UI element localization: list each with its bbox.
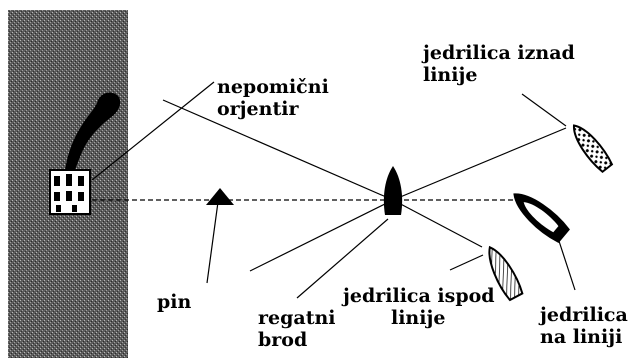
tree-icon [64,92,121,178]
label-boat-above-line2: linije [423,64,478,86]
boat-below-line-icon [488,245,524,302]
committee-boat-icon [383,166,403,215]
sight-lines [162,99,567,272]
label-fixed-mark: nepomični orjentir [217,76,329,120]
label-fixed-mark-line1: nepomični [217,76,329,98]
label-boat-above: jedrilica iznad linije [423,42,575,86]
label-committee-boat: regatni brod [258,307,336,351]
label-committee-boat-line2: brod [258,329,308,351]
sight-line-to-boat-above [392,127,567,201]
label-boat-on-line-line2: na liniji [540,326,623,348]
label-boat-below-line1: jedrilica ispod [343,285,495,307]
label-boat-below-line2: linije [391,307,446,329]
boat-above-line-icon [572,124,614,174]
label-boat-below: jedrilica ispod linije [343,285,495,329]
building-icon [49,169,91,215]
leader-lines [91,81,576,299]
boat-on-line-icon [513,193,570,243]
label-committee-boat-line1: regatni [258,307,336,329]
label-boat-on-line-line1: jedrilica [540,304,628,326]
label-boat-above-line1: jedrilica iznad [423,42,575,64]
transit-line-to-boat-above [162,99,394,201]
label-fixed-mark-line2: orjentir [217,98,299,120]
label-pin: pin [157,291,192,313]
pin-buoy-icon [206,188,234,205]
label-boat-on-line: jedrilica na liniji [540,304,628,348]
extended-line-to-boat-below [392,199,483,248]
sight-line-from-boat-below [249,199,394,272]
